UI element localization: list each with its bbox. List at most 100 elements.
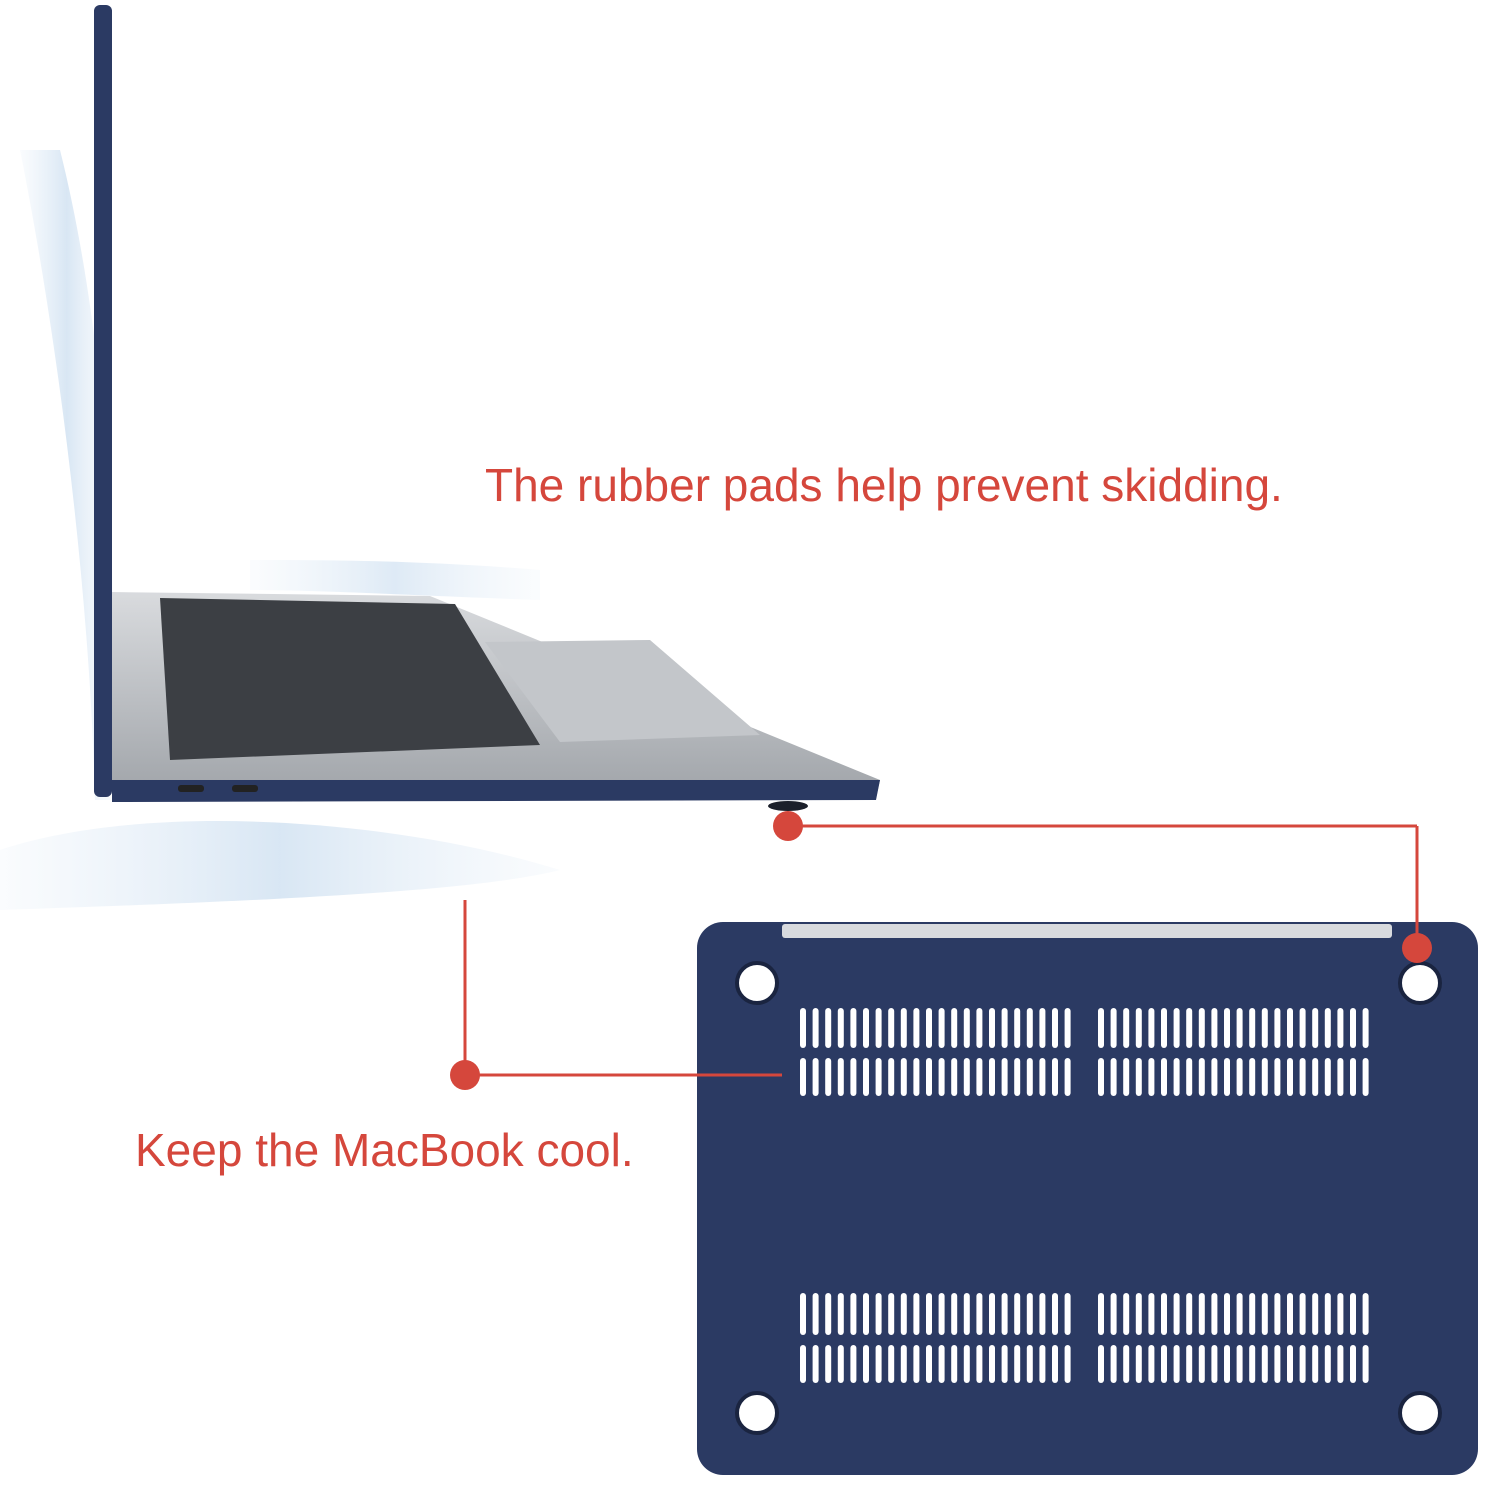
- vent-slot: [1224, 1293, 1230, 1335]
- vent-slot: [913, 1293, 920, 1335]
- vent-slot: [938, 1345, 945, 1383]
- vent-slot: [1173, 1345, 1180, 1383]
- vent-slot: [1299, 1058, 1306, 1096]
- vent-slot: [812, 1293, 819, 1335]
- vent-slot: [1001, 1008, 1008, 1048]
- vent-slot: [1337, 1008, 1344, 1048]
- callout-cooling: [450, 900, 782, 1090]
- vent-slot: [926, 1008, 932, 1048]
- vent-slot: [1224, 1058, 1230, 1096]
- vent-slot: [1236, 1293, 1243, 1335]
- vent-slot: [812, 1058, 819, 1096]
- vent-slot: [1211, 1345, 1218, 1383]
- vent-slot: [938, 1008, 945, 1048]
- vent-slot: [926, 1345, 932, 1383]
- vent-slot: [1236, 1008, 1243, 1048]
- vent-slot: [1324, 1293, 1331, 1335]
- vent-slot: [1014, 1345, 1021, 1383]
- vent-slot: [1186, 1345, 1193, 1383]
- vent-slot: [1211, 1058, 1218, 1096]
- vent-slot: [1135, 1058, 1142, 1096]
- vent-slot: [1261, 1293, 1268, 1335]
- vent-slot: [1001, 1293, 1008, 1335]
- vent-slot: [1052, 1008, 1058, 1048]
- rubber-foot: [1398, 1391, 1442, 1435]
- vent-slot: [1014, 1293, 1021, 1335]
- vent-slot: [1001, 1058, 1008, 1096]
- vent-slot: [1337, 1058, 1344, 1096]
- vent-slots: [800, 1008, 1369, 1383]
- vent-slot: [1261, 1058, 1268, 1096]
- vent-slot: [1249, 1293, 1256, 1335]
- vent-slot: [850, 1293, 857, 1335]
- vent-slot: [989, 1008, 995, 1048]
- vent-slot: [1135, 1345, 1142, 1383]
- vent-slot: [1337, 1345, 1344, 1383]
- vent-slot: [825, 1345, 832, 1383]
- vent-slot: [1312, 1345, 1319, 1383]
- vent-slot: [913, 1008, 920, 1048]
- vent-slot: [888, 1293, 895, 1335]
- vent-slot: [837, 1058, 844, 1096]
- vent-slot: [850, 1008, 857, 1048]
- vent-slot: [1148, 1345, 1155, 1383]
- rubber-foot: [1398, 961, 1442, 1005]
- vent-slot: [1211, 1293, 1218, 1335]
- vent-slot: [875, 1058, 882, 1096]
- vent-slot: [1039, 1008, 1046, 1048]
- vent-slot: [1039, 1345, 1046, 1383]
- vent-slot: [863, 1058, 869, 1096]
- vent-slot: [1350, 1008, 1356, 1048]
- vent-slot: [1098, 1058, 1104, 1096]
- vent-slot: [1052, 1345, 1058, 1383]
- vent-slot: [1324, 1058, 1331, 1096]
- vent-slot: [1274, 1058, 1281, 1096]
- vent-slot: [825, 1008, 832, 1048]
- caption-rubber-pads: The rubber pads help prevent skidding.: [485, 459, 1283, 511]
- vent-slot: [1362, 1293, 1369, 1335]
- vent-slot: [800, 1293, 806, 1335]
- vent-slot: [1064, 1293, 1071, 1335]
- vent-slot: [837, 1345, 844, 1383]
- vent-slot: [1161, 1293, 1167, 1335]
- vent-slot: [1198, 1058, 1205, 1096]
- vent-slot: [1173, 1008, 1180, 1048]
- vent-slot: [938, 1293, 945, 1335]
- vent-slot: [1350, 1058, 1356, 1096]
- vent-slot: [1173, 1058, 1180, 1096]
- vent-slot: [1324, 1345, 1331, 1383]
- vent-slot: [1299, 1345, 1306, 1383]
- vent-slot: [812, 1008, 819, 1048]
- vent-slot: [800, 1008, 806, 1048]
- vent-slot: [800, 1058, 806, 1096]
- vent-slot: [900, 1345, 907, 1383]
- vent-slot: [850, 1345, 857, 1383]
- airflow-graphic: [0, 150, 560, 910]
- vent-slot: [888, 1345, 895, 1383]
- vent-slot: [989, 1345, 995, 1383]
- vent-slot: [1148, 1058, 1155, 1096]
- vent-slot: [863, 1008, 869, 1048]
- vent-slot: [951, 1293, 958, 1335]
- vent-slot: [1148, 1008, 1155, 1048]
- vent-slot: [1026, 1293, 1033, 1335]
- vent-slot: [1173, 1293, 1180, 1335]
- vent-slot: [800, 1345, 806, 1383]
- vent-slot: [1014, 1058, 1021, 1096]
- vent-slot: [1110, 1293, 1117, 1335]
- vent-slot: [875, 1293, 882, 1335]
- vent-slot: [1337, 1293, 1344, 1335]
- vent-slot: [837, 1293, 844, 1335]
- vent-slot: [951, 1058, 958, 1096]
- vent-slot: [1161, 1008, 1167, 1048]
- vent-slot: [1123, 1008, 1130, 1048]
- callout-dot: [1402, 933, 1432, 963]
- rubber-foot: [735, 961, 779, 1005]
- rubber-feet: [735, 961, 1442, 1435]
- vent-slot: [1261, 1345, 1268, 1383]
- vent-slot: [1198, 1293, 1205, 1335]
- vent-slot: [1312, 1058, 1319, 1096]
- vent-slot: [1052, 1058, 1058, 1096]
- vent-slot: [976, 1008, 983, 1048]
